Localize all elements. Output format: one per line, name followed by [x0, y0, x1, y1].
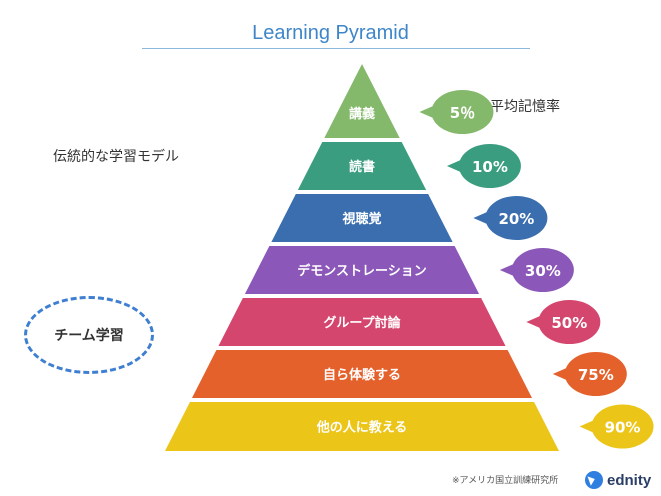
brand-icon [585, 471, 603, 489]
pyramid-level-label: 自ら体験する [323, 367, 401, 383]
retention-value: 20% [498, 210, 534, 228]
pyramid-level-7 [165, 402, 559, 451]
retention-bubble: 30% [499, 248, 574, 292]
pyramid-level-label: 視聴覚 [341, 211, 381, 227]
page-title: Learning Pyramid [252, 22, 409, 44]
retention-bubble: 5％ [419, 90, 494, 134]
source-note: ※アメリカ国立訓練研究所 [452, 476, 559, 486]
pyramid-level-label: 講義 [349, 106, 375, 122]
team-learning-label: チーム学習 [54, 328, 124, 344]
traditional-model-label: 伝統的な学習モデル [53, 149, 179, 165]
retention-value: 30% [525, 262, 561, 280]
pyramid-level-label: 読書 [349, 159, 375, 175]
retention-bubble: 10% [446, 144, 521, 188]
retention-value: 50% [551, 314, 587, 332]
pyramid-level-3 [271, 194, 453, 242]
brand-name: ednity [607, 471, 652, 489]
pyramid-level-2 [297, 142, 427, 190]
retention-value: 90% [605, 419, 641, 437]
retention-value: 75% [578, 366, 614, 384]
pyramid-level-label: 他の人に教える [316, 420, 408, 436]
retention-rate-label: 平均記憶率 [490, 99, 560, 115]
retention-value: 10% [472, 158, 508, 176]
retention-bubble: 50% [526, 300, 601, 344]
pyramid-level-4 [244, 246, 480, 294]
team-learning-oval [24, 296, 154, 374]
brand-logo: ednity [585, 469, 651, 491]
retention-value: 5％ [450, 104, 475, 122]
retention-bubble: 90% [579, 404, 654, 449]
pyramid-level-5 [218, 298, 506, 346]
pyramid-level-label: グループ討論 [323, 315, 401, 331]
retention-bubble: 20% [473, 196, 548, 240]
title-underline [142, 48, 530, 49]
pyramid-level-label: デモンストレーション [297, 263, 426, 279]
pyramid-level-6 [191, 350, 533, 398]
retention-bubble: 75% [552, 352, 627, 396]
pyramid-level-1 [324, 64, 400, 138]
